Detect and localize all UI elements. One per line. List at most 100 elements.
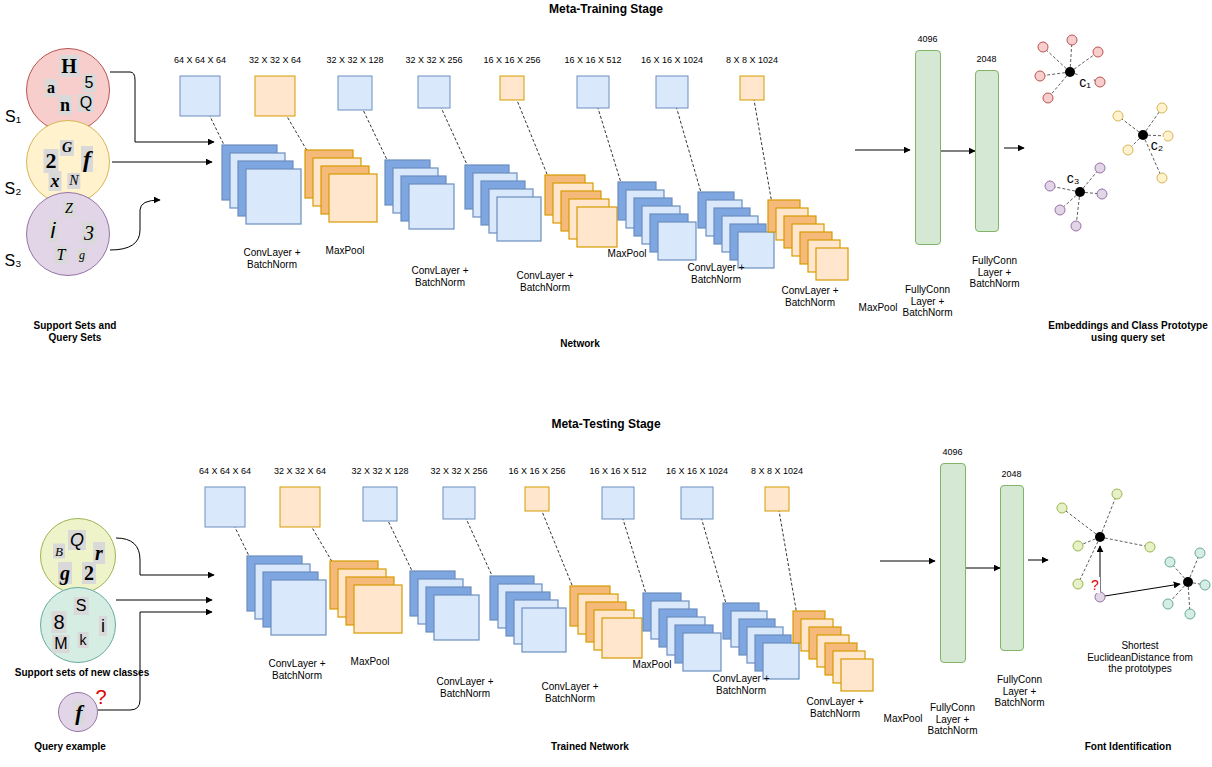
feature-map-square [443,487,475,519]
set-label: S₂ [5,181,22,197]
glyph-sample: S [74,597,89,615]
glyph-sample: f [81,146,93,172]
flow-arrow [1004,148,1024,149]
layer-label: ConvLayer + BatchNorm [709,673,773,696]
layer-slab [354,585,402,633]
layer-size: 4096 [917,35,937,44]
glyph-sample: H [59,55,79,77]
projection-line [537,499,574,590]
layer-slab [658,222,696,260]
fully-connected-layer: 2048FullyConn Layer + BatchNorm [975,70,999,232]
glyph-sample: T [55,246,68,264]
embedding-point [1157,103,1167,113]
feature-map-square [577,76,609,108]
layer-label: FullyConn Layer + BatchNorm [990,674,1050,709]
flow-arrow [855,150,910,151]
feature-map-square [500,76,524,100]
dimension-label: 16 X 16 X 256 [467,55,557,65]
layer-slab [683,633,721,671]
dimension-label: 16 X 16 X 1024 [652,466,742,476]
embedding-point [1165,557,1175,567]
dimension-label: 64 X 64 X 64 [155,55,245,65]
prototype-label: c₂ [1150,137,1164,153]
layer-slab [816,248,848,280]
glyph-sample: k [78,632,89,648]
layer-label: ConvLayer + BatchNorm [265,658,329,681]
query-mark: ? [1090,577,1100,593]
layer-slab [497,197,541,241]
dimension-label: 16 X 16 X 256 [492,466,582,476]
stage-title: Meta-Testing Stage [506,418,706,432]
dimension-label: 64 X 64 X 64 [180,466,270,476]
flow-arrow [966,568,1000,569]
caption-label: Embeddings and Class Prototype using que… [1043,320,1212,343]
glyph-sample: Q [68,530,86,550]
layer-label: ConvLayer + BatchNorm [684,262,748,285]
glyph-sample: a [45,79,57,97]
input-arrow [116,538,214,575]
support-set-circle: BQrg2 [40,518,116,594]
feature-map-square [418,76,450,108]
embedding-point [1097,189,1107,199]
embedding-link [1100,494,1117,537]
embedding-point [1073,579,1083,589]
set-label: ? [95,687,106,707]
dimension-label: 8 X 8 X 1024 [732,466,822,476]
glyph-sample: 3 [82,222,96,244]
embedding-point [1185,609,1195,619]
layer-label: ConvLayer + BatchNorm [803,696,867,719]
flow-arrow [1028,560,1048,561]
fully-connected-layer: 4096FullyConn Layer + BatchNorm [915,50,941,245]
layer-slab [409,184,454,229]
class-prototype [1075,187,1085,197]
glyph-sample: Q [78,94,94,112]
input-arrow [110,72,214,142]
embedding-link [1062,508,1100,537]
embedding-point [1123,145,1133,155]
dimension-label: 32 X 32 X 256 [414,466,504,476]
prototype-label: c₁ [1078,74,1092,90]
embedding-point [1113,111,1123,121]
embedding-point [1045,181,1055,191]
embedding-point [1055,205,1065,215]
embedding-point [1163,131,1173,141]
feature-map-square [255,76,295,116]
feature-map-square [280,487,320,527]
query-embedding [1095,592,1105,602]
stage-title: Meta-Training Stage [506,3,706,17]
glyph-sample: i [99,616,107,636]
embedding-point [1073,541,1083,551]
glyph-sample: g [58,562,72,584]
layer-label: ConvLayer + BatchNorm [538,681,602,704]
glyph-sample: 5 [83,74,96,92]
layer-label: FullyConn Layer + BatchNorm [898,284,958,319]
glyph-sample: i [49,219,58,243]
layer-slab [577,207,617,247]
glyph-sample: 8 [51,611,66,633]
glyph-sample: B [53,544,65,559]
embedding-point [1071,221,1081,231]
flow-arrow [880,561,935,562]
layer-size: 2048 [1001,470,1021,479]
layer-slab [841,659,873,691]
embedding-link [1100,537,1150,547]
flow-arrow [941,151,975,152]
dimension-label: 32 X 32 X 64 [255,466,345,476]
set-label: S₁ [5,109,21,125]
projection-line [752,88,772,204]
layer-slab [246,169,301,224]
embedding-point [1157,173,1167,183]
embedding-point [1043,93,1053,103]
class-prototype [1183,577,1193,587]
embedding-point [1067,35,1077,45]
prototype-label: c₃ [1066,170,1081,186]
layer-label: FullyConn Layer + BatchNorm [923,702,983,737]
glyph-sample: 2 [82,562,96,584]
class-prototype [1095,532,1105,542]
layer-slab [522,608,566,652]
layer-slab [602,618,642,658]
projection-line [777,499,797,615]
embedding-point [1038,42,1048,52]
layer-label: MaxPool [338,656,402,668]
